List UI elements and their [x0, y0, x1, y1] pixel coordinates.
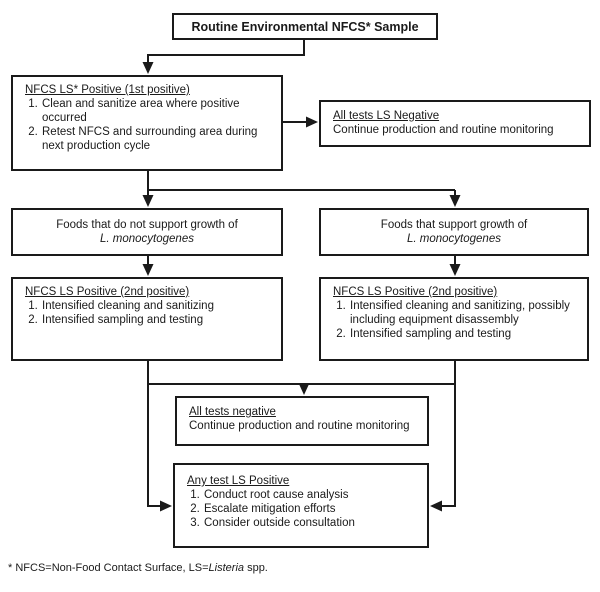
- all-tests-negative-body: Continue production and routine monitori…: [189, 420, 410, 432]
- all-tests-ls-negative-box: All tests LS Negative Continue productio…: [319, 100, 591, 147]
- list-item: Intensified cleaning and sanitizing, pos…: [349, 299, 579, 327]
- list-item: Intensified sampling and testing: [41, 313, 273, 327]
- footnote-suffix: spp.: [244, 562, 268, 574]
- title-text: Routine Environmental NFCS* Sample: [191, 19, 419, 34]
- first-positive-box: NFCS LS* Positive (1st positive) Clean a…: [11, 75, 283, 171]
- all-tests-ls-negative-body: Continue production and routine monitori…: [333, 124, 554, 136]
- second-positive-growth-box: NFCS LS Positive (2nd positive) Intensif…: [319, 277, 589, 361]
- list-item: Conduct root cause analysis: [203, 488, 419, 502]
- foods-no-growth-line1: Foods that do not support growth of: [56, 219, 238, 231]
- foods-no-growth-box: Foods that do not support growth of L. m…: [11, 208, 283, 256]
- connector-branch-split: [147, 171, 455, 191]
- second-positive-no-growth-box: NFCS LS Positive (2nd positive) Intensif…: [11, 277, 283, 361]
- arrow-right-to-any-positive: [430, 361, 456, 512]
- second-positive-growth-steps: Intensified cleaning and sanitizing, pos…: [333, 299, 579, 341]
- list-item: Intensified sampling and testing: [349, 327, 579, 341]
- second-positive-no-growth-heading: NFCS LS Positive (2nd positive): [25, 286, 190, 298]
- all-tests-negative-heading: All tests negative: [189, 406, 276, 418]
- all-tests-negative-box: All tests negative Continue production a…: [175, 396, 429, 446]
- foods-growth-species: L. monocytogenes: [407, 233, 501, 245]
- second-positive-growth-heading: NFCS LS Positive (2nd positive): [333, 286, 498, 298]
- foods-no-growth-species: L. monocytogenes: [100, 233, 194, 245]
- list-item: Escalate mitigation efforts: [203, 502, 419, 516]
- first-positive-heading: NFCS LS* Positive (1st positive): [25, 84, 190, 96]
- footnote-prefix: * NFCS=Non-Food Contact Surface, LS=: [8, 562, 209, 574]
- all-tests-ls-negative-heading: All tests LS Negative: [333, 110, 440, 122]
- footnote-italic: Listeria: [208, 562, 245, 574]
- foods-growth-box: Foods that support growth of L. monocyto…: [319, 208, 589, 256]
- any-test-positive-box: Any test LS Positive Conduct root cause …: [173, 463, 429, 548]
- arrow-title-to-first-positive: [142, 40, 305, 74]
- list-item: Retest NFCS and surrounding area during …: [41, 125, 273, 153]
- list-item: Clean and sanitize area where positive o…: [41, 97, 273, 125]
- list-item: Intensified cleaning and sanitizing: [41, 299, 273, 313]
- arrow-left-to-any-positive: [147, 361, 172, 512]
- foods-growth-line1: Foods that support growth of: [380, 219, 528, 231]
- footnote: * NFCS=Non-Food Contact Surface, LS=List…: [8, 562, 268, 575]
- second-positive-no-growth-steps: Intensified cleaning and sanitizingInten…: [25, 299, 273, 327]
- title-box: Routine Environmental NFCS* Sample: [172, 13, 438, 40]
- any-test-positive-steps: Conduct root cause analysisEscalate miti…: [187, 488, 419, 530]
- list-item: Consider outside consultation: [203, 516, 419, 530]
- first-positive-steps: Clean and sanitize area where positive o…: [25, 97, 273, 153]
- any-test-positive-heading: Any test LS Positive: [187, 475, 290, 487]
